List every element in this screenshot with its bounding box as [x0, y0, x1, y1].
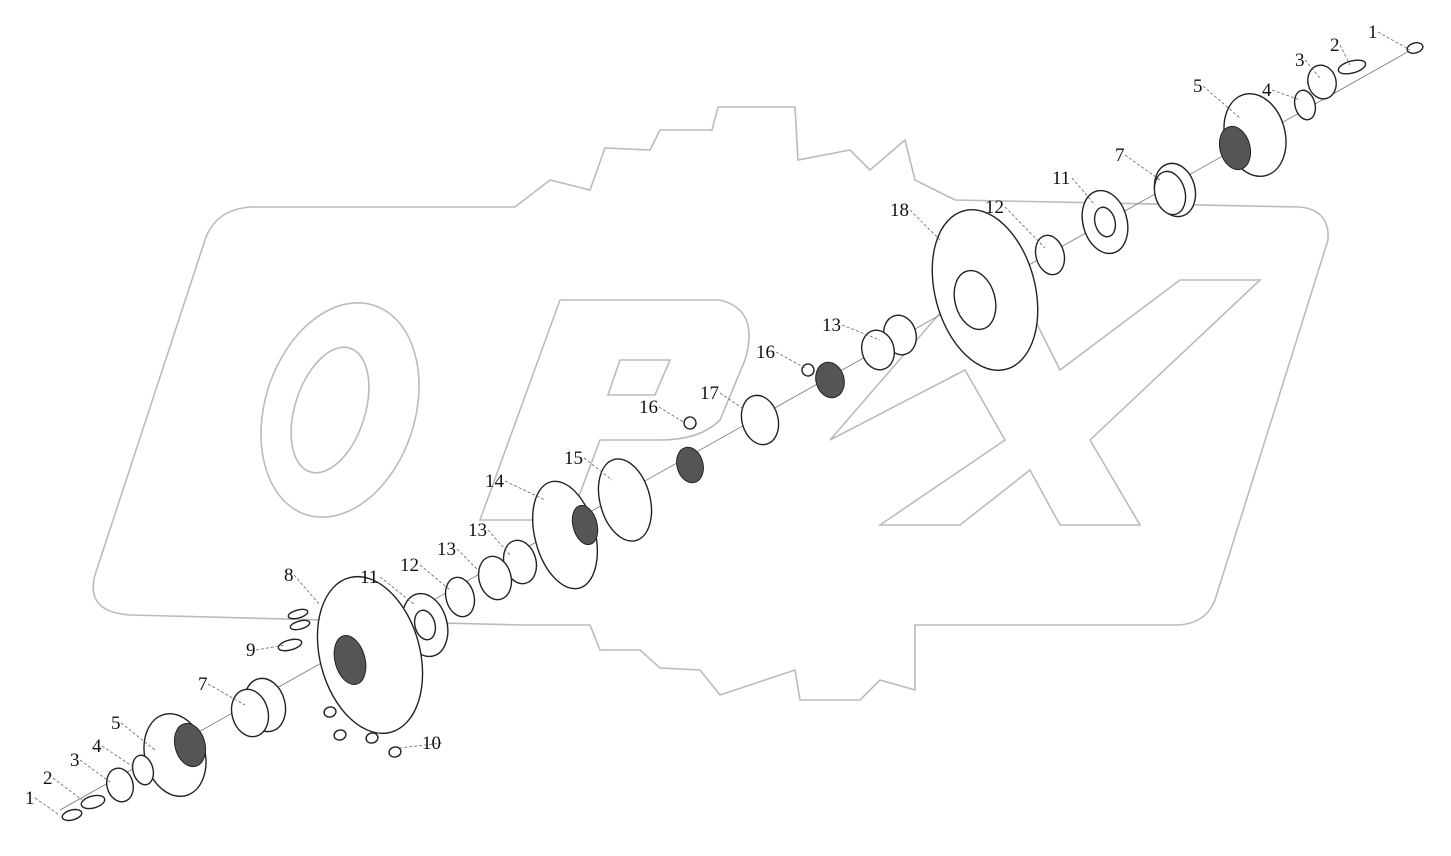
screw	[61, 808, 83, 822]
leader-line	[658, 406, 686, 424]
shaft-axis	[59, 44, 1421, 811]
part-label-15: 15	[564, 448, 583, 469]
leader-line	[1124, 154, 1161, 181]
part-label-14: 14	[485, 471, 505, 492]
part-label-18: 18	[890, 200, 909, 221]
part-label-2: 2	[1330, 35, 1340, 56]
o-ring	[131, 754, 155, 786]
leader-line	[1004, 206, 1046, 249]
part-label-8: 8	[284, 565, 294, 586]
leader-line	[1071, 177, 1096, 206]
part-label-5: 5	[111, 713, 121, 734]
leader-line	[1304, 59, 1321, 79]
shim	[105, 767, 135, 803]
part-label-11: 11	[360, 567, 378, 588]
part-label-7: 7	[1115, 145, 1125, 166]
leader-line	[487, 529, 511, 556]
bolt	[289, 619, 311, 631]
leader-line	[79, 759, 111, 783]
bolt	[277, 638, 303, 652]
washer-plate	[1337, 59, 1367, 75]
seal-inner	[230, 688, 270, 738]
leader-line	[719, 392, 746, 411]
leader-line	[909, 209, 941, 241]
leader-line	[101, 745, 136, 769]
nut	[333, 729, 347, 741]
ball	[683, 416, 697, 430]
bearing-inner	[413, 609, 437, 641]
part-label-9: 9	[246, 640, 256, 661]
part-label-10: 10	[422, 733, 441, 754]
shaft-gear	[740, 394, 780, 446]
part-label-12: 12	[985, 197, 1004, 218]
part-label-4: 4	[92, 736, 102, 757]
part-label-12: 12	[400, 555, 419, 576]
flange-hub	[173, 722, 207, 768]
leader-line	[456, 548, 481, 573]
nut	[323, 706, 337, 718]
part-label-13: 13	[468, 520, 487, 541]
nut	[388, 746, 402, 758]
bushing-2	[477, 555, 513, 601]
cover-hub	[333, 635, 367, 685]
part-label-7: 7	[198, 674, 208, 695]
part-label-16: 16	[756, 342, 775, 363]
bearing-inner	[1093, 206, 1117, 238]
part-label-3: 3	[70, 750, 80, 771]
large-gear-hub	[953, 269, 997, 331]
leader-line	[120, 722, 156, 751]
leader-line	[504, 480, 546, 501]
leader-line	[293, 574, 321, 606]
nut	[365, 732, 379, 744]
leader-line	[419, 564, 451, 591]
part-label-11: 11	[1052, 168, 1070, 189]
part-label-13: 13	[437, 539, 456, 560]
leader-line	[1377, 31, 1411, 51]
part-label-13: 13	[822, 315, 841, 336]
cover-plate	[316, 575, 424, 735]
spacer	[444, 576, 476, 618]
spacer	[1034, 234, 1066, 276]
part-label-1: 1	[25, 788, 35, 809]
leader-line	[775, 351, 806, 369]
part-label-3: 3	[1295, 50, 1305, 71]
ball	[801, 363, 815, 377]
small-gear	[597, 458, 653, 542]
part-label-16: 16	[639, 397, 658, 418]
leader-line	[1339, 44, 1351, 66]
bushing-2	[861, 329, 895, 371]
part-label-5: 5	[1193, 76, 1203, 97]
shim	[1307, 64, 1337, 100]
leader-line	[1202, 85, 1241, 119]
leader-line	[399, 742, 443, 749]
shaft-spline	[815, 361, 845, 399]
washer-plate	[80, 794, 106, 810]
bolt	[287, 608, 309, 620]
leader-line	[583, 457, 613, 481]
seal-inner	[1153, 170, 1187, 216]
flange-hub	[1218, 125, 1252, 171]
part-label-1: 1	[1368, 22, 1378, 43]
screw	[1406, 42, 1424, 54]
leader-line	[841, 324, 881, 341]
shaft-end	[676, 446, 704, 484]
o-ring	[1293, 89, 1317, 121]
leader-line	[52, 777, 83, 801]
parts	[61, 42, 1424, 822]
part-label-2: 2	[43, 768, 53, 789]
part-labels: 1234571112181316171615141313121189754321…	[25, 22, 1411, 815]
part-label-4: 4	[1262, 80, 1272, 101]
leader-line	[34, 797, 59, 815]
mid-gear-hub	[571, 504, 599, 546]
leader-line	[207, 683, 246, 706]
opex-watermark	[92, 106, 1329, 701]
leader-line	[379, 576, 416, 606]
part-label-17: 17	[700, 383, 719, 404]
